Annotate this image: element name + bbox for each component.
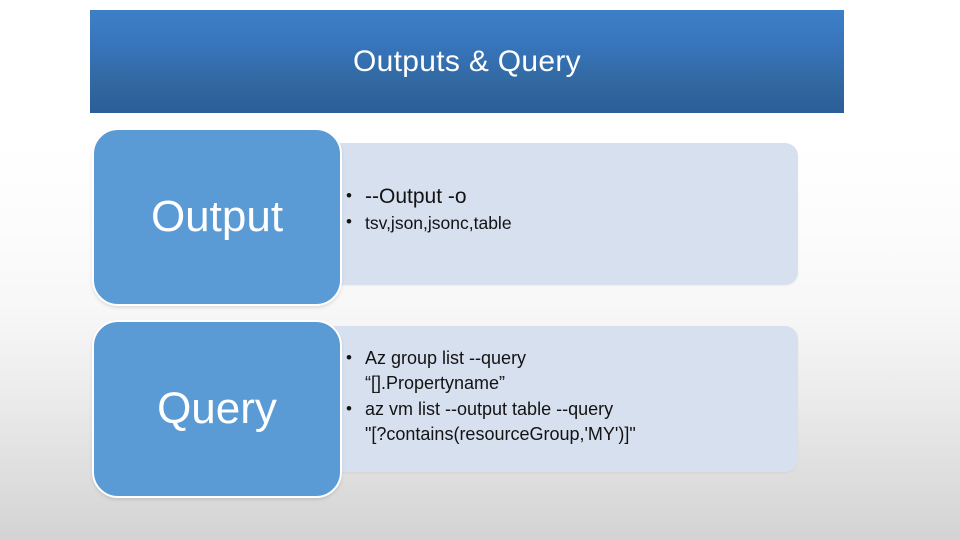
slide-title-banner: Outputs & Query bbox=[90, 10, 844, 113]
bullet-main-text: tsv,json,jsonc,table bbox=[365, 213, 512, 233]
bullet-list-query: Az group list --query “[].Propertyname” … bbox=[310, 326, 798, 447]
bullet-main-text: az vm list --output table --query bbox=[365, 399, 614, 419]
bullet-sub-text: “[].Propertyname” bbox=[365, 373, 506, 393]
category-chip-label: Output bbox=[150, 192, 284, 241]
list-item: az vm list --output table --query "[?con… bbox=[346, 396, 798, 447]
bullet-main-text: --Output -o bbox=[365, 185, 467, 208]
description-panel-query: Az group list --query “[].Propertyname” … bbox=[310, 326, 798, 472]
list-item: Az group list --query “[].Propertyname” bbox=[346, 345, 798, 396]
bullet-sub-text: "[?contains(resourceGroup,'MY')]" bbox=[365, 424, 636, 444]
category-chip-label: Query bbox=[157, 384, 277, 433]
category-chip-query[interactable]: Query bbox=[92, 320, 342, 498]
list-item: --Output -o bbox=[346, 182, 798, 210]
content-row-query: Az group list --query “[].Propertyname” … bbox=[0, 320, 960, 498]
page-title: Outputs & Query bbox=[353, 44, 581, 78]
description-panel-output: --Output -o tsv,json,jsonc,table bbox=[310, 143, 798, 285]
category-chip-output[interactable]: Output bbox=[92, 128, 342, 306]
bullet-list-output: --Output -o tsv,json,jsonc,table bbox=[310, 143, 798, 235]
bullet-main-text: Az group list --query bbox=[365, 348, 527, 368]
list-item: tsv,json,jsonc,table bbox=[346, 210, 798, 235]
content-row-output: --Output -o tsv,json,jsonc,table Output bbox=[0, 128, 960, 306]
